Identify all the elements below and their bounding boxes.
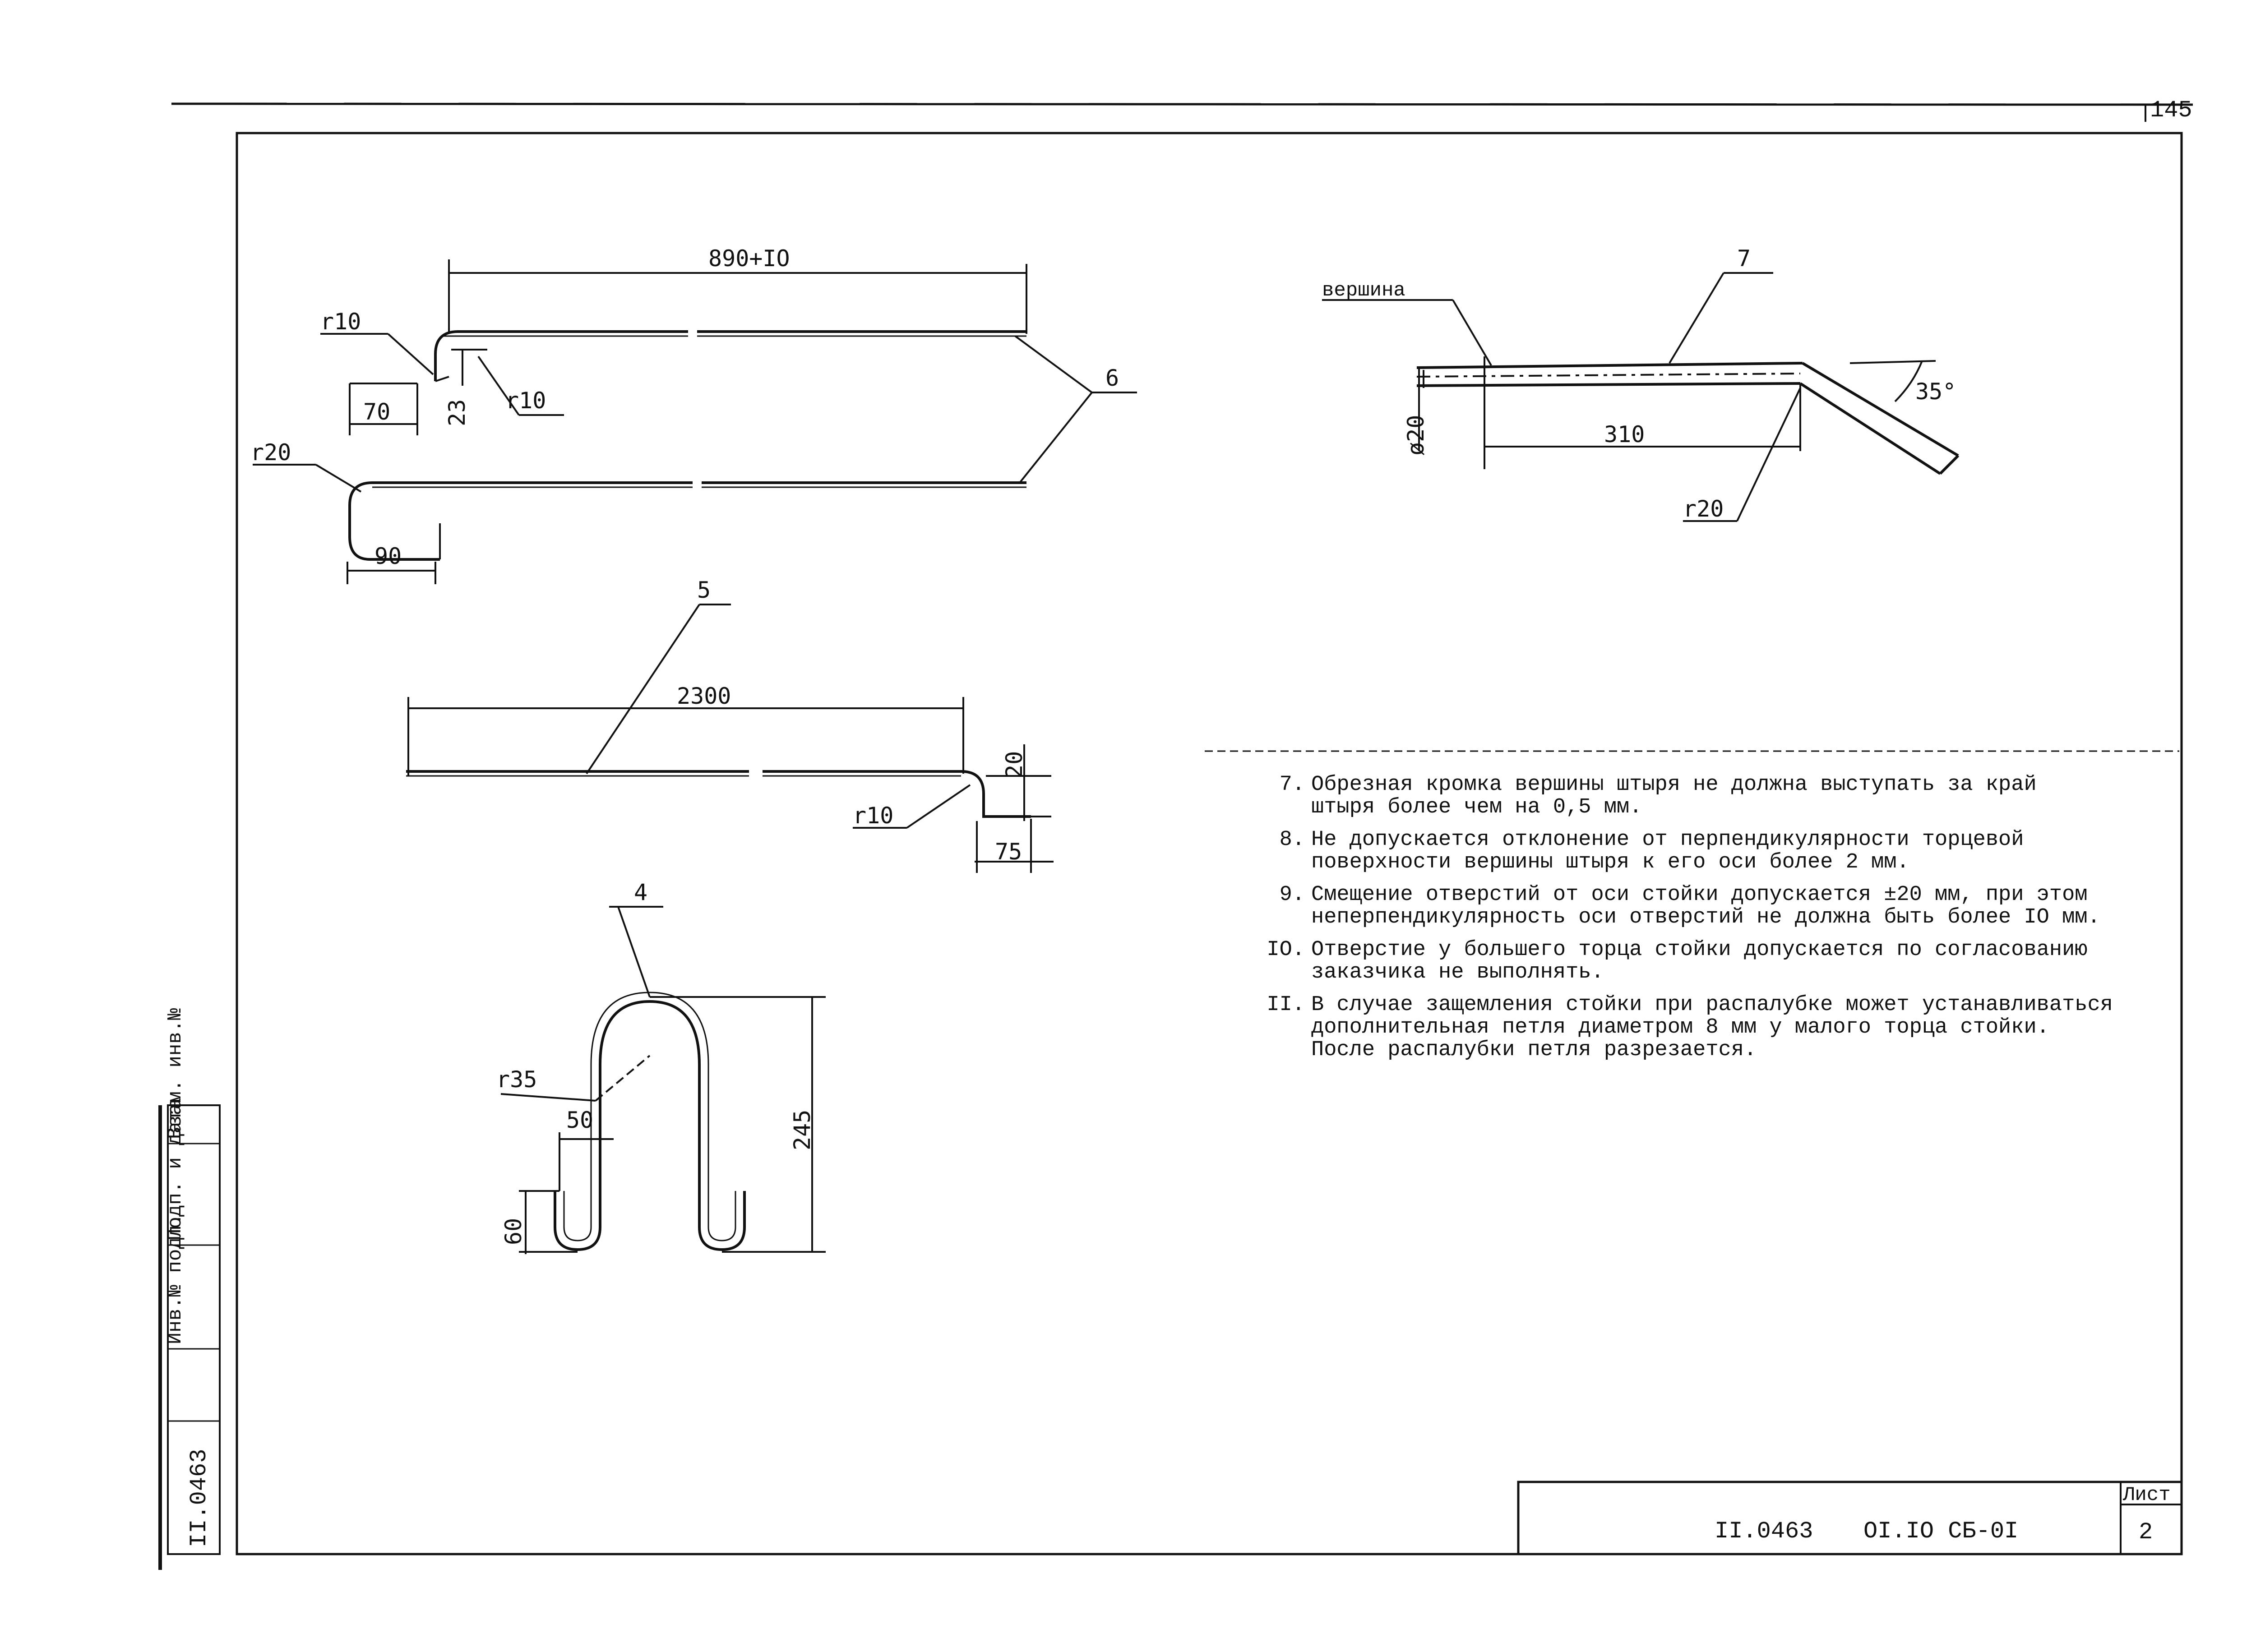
note-number: 9.: [1279, 883, 1305, 907]
sheet-top-rule: [171, 102, 2193, 106]
note-number: II.: [1267, 993, 1305, 1017]
note-text: Не допускается отклонение от перпендикул…: [1311, 828, 2024, 874]
technical-notes: 7.Обрезная кромка вершины штыря не должн…: [1254, 774, 2179, 1071]
page-number: 145: [2150, 97, 2192, 124]
part6-height-23: 23: [444, 399, 470, 426]
note-item: 7.Обрезная кромка вершины штыря не должн…: [1254, 774, 2179, 819]
part7-angle: 35°: [1915, 378, 1956, 405]
part6-r-top-left: r10: [320, 309, 361, 335]
side-stamp-label-3: Взам. инв.№: [164, 1008, 187, 1139]
part6-len-90: 90: [374, 543, 402, 569]
note-item: IO.Отверстие у большего торца стойки доп…: [1254, 939, 2179, 984]
part4-h245: 245: [789, 1110, 815, 1150]
document-code: OI.IO CБ-0I: [1863, 1518, 2018, 1545]
part4-w50: 50: [566, 1107, 593, 1133]
note-number: 8.: [1279, 828, 1305, 852]
part6-r-bottom: r20: [250, 439, 291, 466]
part5-callout: 5: [697, 577, 711, 603]
part6-drawing: [348, 330, 1026, 561]
part7-drawing: [1416, 362, 1960, 475]
side-stamp-code: II.0463: [186, 1449, 213, 1547]
sheet-frame: [236, 132, 2183, 1555]
part7-label-top: вершина: [1322, 279, 1405, 302]
sheet-number: 2: [2139, 1519, 2153, 1546]
part7-len-310: 310: [1604, 421, 1645, 448]
note-number: IO.: [1267, 938, 1305, 962]
designation-code: II.0463: [1715, 1518, 1813, 1545]
part6-r-top-bend: r10: [505, 388, 546, 414]
part4-h60: 60: [500, 1218, 527, 1245]
part6-callout: 6: [1105, 365, 1119, 391]
part5-h-20: 20: [1001, 751, 1027, 778]
part4-r35: r35: [496, 1066, 537, 1093]
note-text: Обрезная кромка вершины штыря не должна …: [1311, 773, 2037, 819]
part5-r10: r10: [853, 803, 893, 829]
part4-callout: 4: [634, 879, 647, 905]
side-stamp-label-2: Подп. и дата: [164, 1098, 187, 1241]
part4-drawing: [554, 992, 746, 1251]
side-stamp-label-1: Инв.№ подл.: [164, 1214, 187, 1344]
note-item: 9.Смещение отверстий от оси стойки допус…: [1254, 884, 2179, 929]
note-item: II.В случае защемления стойки при распал…: [1254, 994, 2179, 1061]
part7-callout: 7: [1737, 245, 1751, 272]
part7-dia: ø20: [1403, 415, 1429, 456]
note-number: 7.: [1279, 773, 1305, 797]
part5-len-75: 75: [995, 839, 1022, 865]
part5-drawing: [406, 770, 1031, 818]
note-text: Смещение отверстий от оси стойки допуска…: [1311, 883, 2100, 929]
part6-len-70: 70: [363, 399, 390, 425]
note-text: В случае защемления стойки при распалубк…: [1311, 993, 2113, 1062]
sheet-label: Лист: [2122, 1484, 2171, 1506]
note-item: 8.Не допускается отклонение от перпендик…: [1254, 829, 2179, 874]
note-text: Отверстие у большего торца стойки допуск…: [1311, 938, 2088, 984]
part7-r20: r20: [1683, 496, 1724, 522]
part6-len-top: 890+IO: [708, 245, 790, 272]
part5-len-2300: 2300: [677, 683, 731, 709]
